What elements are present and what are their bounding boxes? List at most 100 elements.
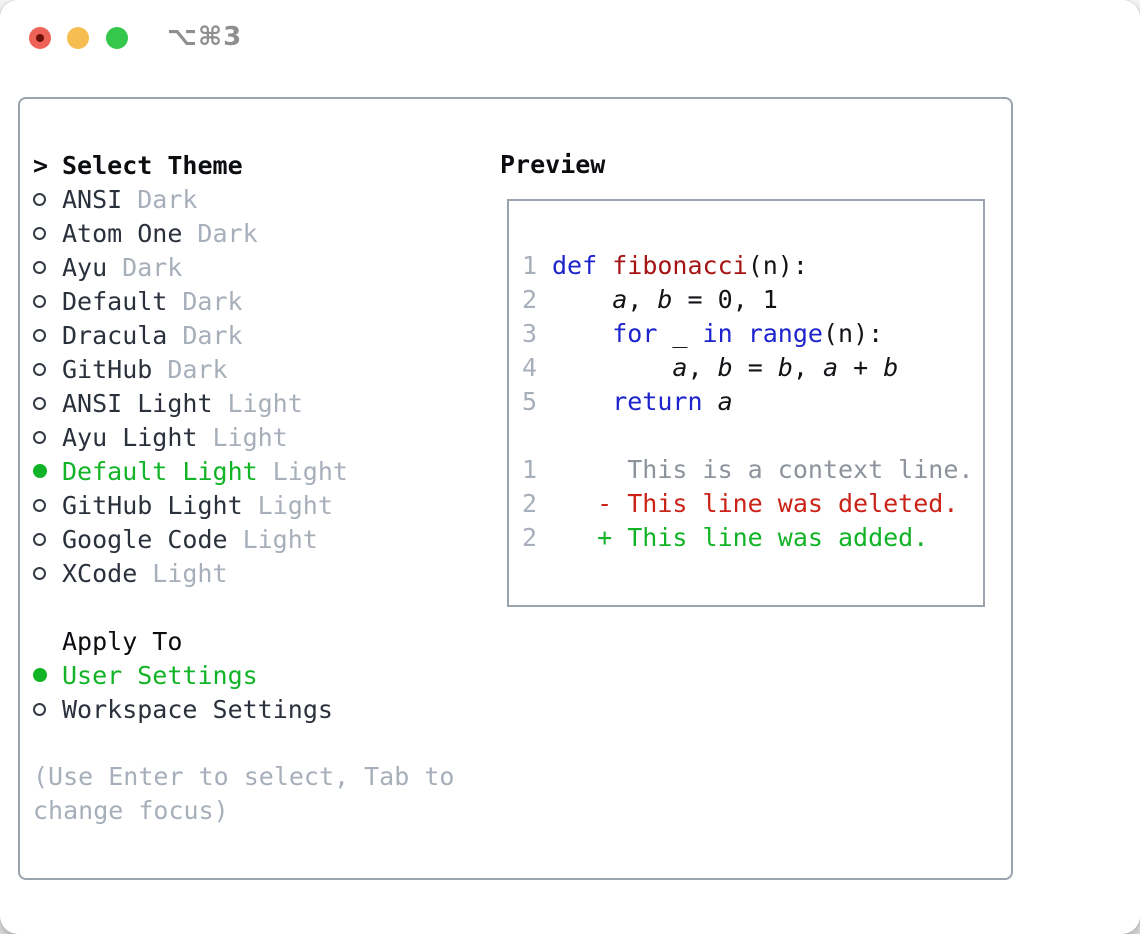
code-token: (n): (747, 251, 808, 280)
code-token: (n): (822, 319, 884, 348)
radio-icon (33, 192, 62, 206)
code-token: a (822, 353, 839, 382)
apply-option-user-settings[interactable]: User Settings (33, 658, 500, 692)
theme-variant: Light (152, 558, 228, 588)
code-token: b (883, 353, 899, 382)
code-token (552, 387, 612, 416)
select-theme-heading-row: > Select Theme (33, 148, 500, 182)
theme-option-github-light[interactable]: GitHub Light Light (33, 488, 500, 522)
radio-unselected-icon (33, 294, 46, 308)
theme-name: GitHub Light (62, 490, 243, 520)
code-token: fibonacci (612, 251, 748, 280)
code-token: b (657, 285, 673, 314)
theme-variant: Dark (167, 354, 228, 384)
code-line: 1 def fibonacci(n): (522, 249, 983, 283)
theme-name: Atom One (62, 218, 183, 248)
radio-icon (33, 430, 62, 444)
radio-unselected-icon (33, 566, 46, 580)
code-token: b (777, 353, 793, 382)
radio-icon (33, 668, 62, 682)
line-number: 2 (522, 489, 538, 518)
radio-icon (33, 396, 62, 410)
theme-variant: Dark (122, 252, 183, 282)
zoom-button[interactable] (106, 27, 128, 49)
radio-unselected-icon (33, 192, 46, 206)
radio-unselected-icon (33, 396, 46, 410)
help-text: (Use Enter to select, Tab to change focu… (33, 762, 455, 825)
close-dot-icon (36, 34, 44, 42)
theme-option-default-light[interactable]: Default Light Light (33, 454, 500, 488)
theme-option-dracula[interactable]: Dracula Dark (33, 318, 500, 352)
close-button[interactable] (29, 27, 51, 49)
radio-unselected-icon (33, 362, 46, 376)
theme-variant: Dark (182, 320, 243, 350)
window-title: ⌥⌘3 (167, 22, 243, 52)
radio-selected-icon (33, 464, 47, 478)
code-token: This is a context line. (552, 455, 974, 484)
minimize-button[interactable] (67, 27, 89, 49)
radio-unselected-icon (33, 226, 46, 240)
line-number: 2 (522, 285, 538, 314)
radio-unselected-icon (33, 498, 46, 512)
line-number: 5 (522, 387, 538, 416)
theme-variant: Light (242, 524, 318, 554)
radio-icon (33, 498, 62, 512)
code-line: 2 a, b = 0, 1 (522, 283, 983, 317)
code-token: in (702, 319, 733, 348)
theme-name: Google Code (62, 524, 228, 554)
code-token: + This line was added. (552, 523, 929, 552)
theme-name: Dracula (62, 320, 168, 350)
theme-name: Default (62, 286, 168, 316)
radio-icon (33, 260, 62, 274)
code-token (733, 319, 748, 348)
theme-option-ayu[interactable]: Ayu Dark (33, 250, 500, 284)
apply-to-heading-row: Apply To (33, 624, 500, 658)
theme-name: ANSI (62, 184, 123, 214)
radio-icon (33, 362, 62, 376)
code-line: 4 a, b = b, a + b (522, 351, 983, 385)
code-token: range (747, 319, 823, 348)
code-token: + (838, 353, 884, 382)
radio-icon (33, 464, 62, 478)
code-line: 5 return a (522, 385, 983, 419)
radio-icon (33, 702, 62, 716)
code-token (703, 387, 718, 416)
apply-to-heading: Apply To (62, 626, 183, 656)
radio-icon (33, 294, 62, 308)
theme-variant: Light (257, 490, 333, 520)
theme-option-google-code[interactable]: Google Code Light (33, 522, 500, 556)
code-token: a (672, 353, 688, 382)
radio-unselected-icon (33, 430, 46, 444)
radio-unselected-icon (33, 532, 46, 546)
theme-option-github[interactable]: GitHub Dark (33, 352, 500, 386)
preview-heading: Preview (500, 150, 606, 179)
apply-option-label: User Settings (62, 660, 258, 690)
code-token: = (732, 353, 778, 382)
line-number: 4 (522, 353, 538, 382)
code-token: return (612, 387, 703, 416)
code-token: _ (657, 319, 703, 348)
line-number: 1 (522, 251, 538, 280)
theme-variant: Light (272, 456, 348, 486)
prompt-icon: > (33, 150, 49, 180)
theme-name: Ayu (62, 252, 108, 282)
code-token: a (612, 285, 628, 314)
apply-option-workspace-settings[interactable]: Workspace Settings (33, 692, 500, 726)
code-token: , (792, 353, 823, 382)
line-number: 1 (522, 455, 538, 484)
theme-name: GitHub (62, 354, 153, 384)
code-token: def (552, 251, 598, 280)
theme-name: Default Light (62, 456, 258, 486)
code-line: 2 + This line was added. (522, 521, 983, 555)
code-token: for (612, 319, 658, 348)
